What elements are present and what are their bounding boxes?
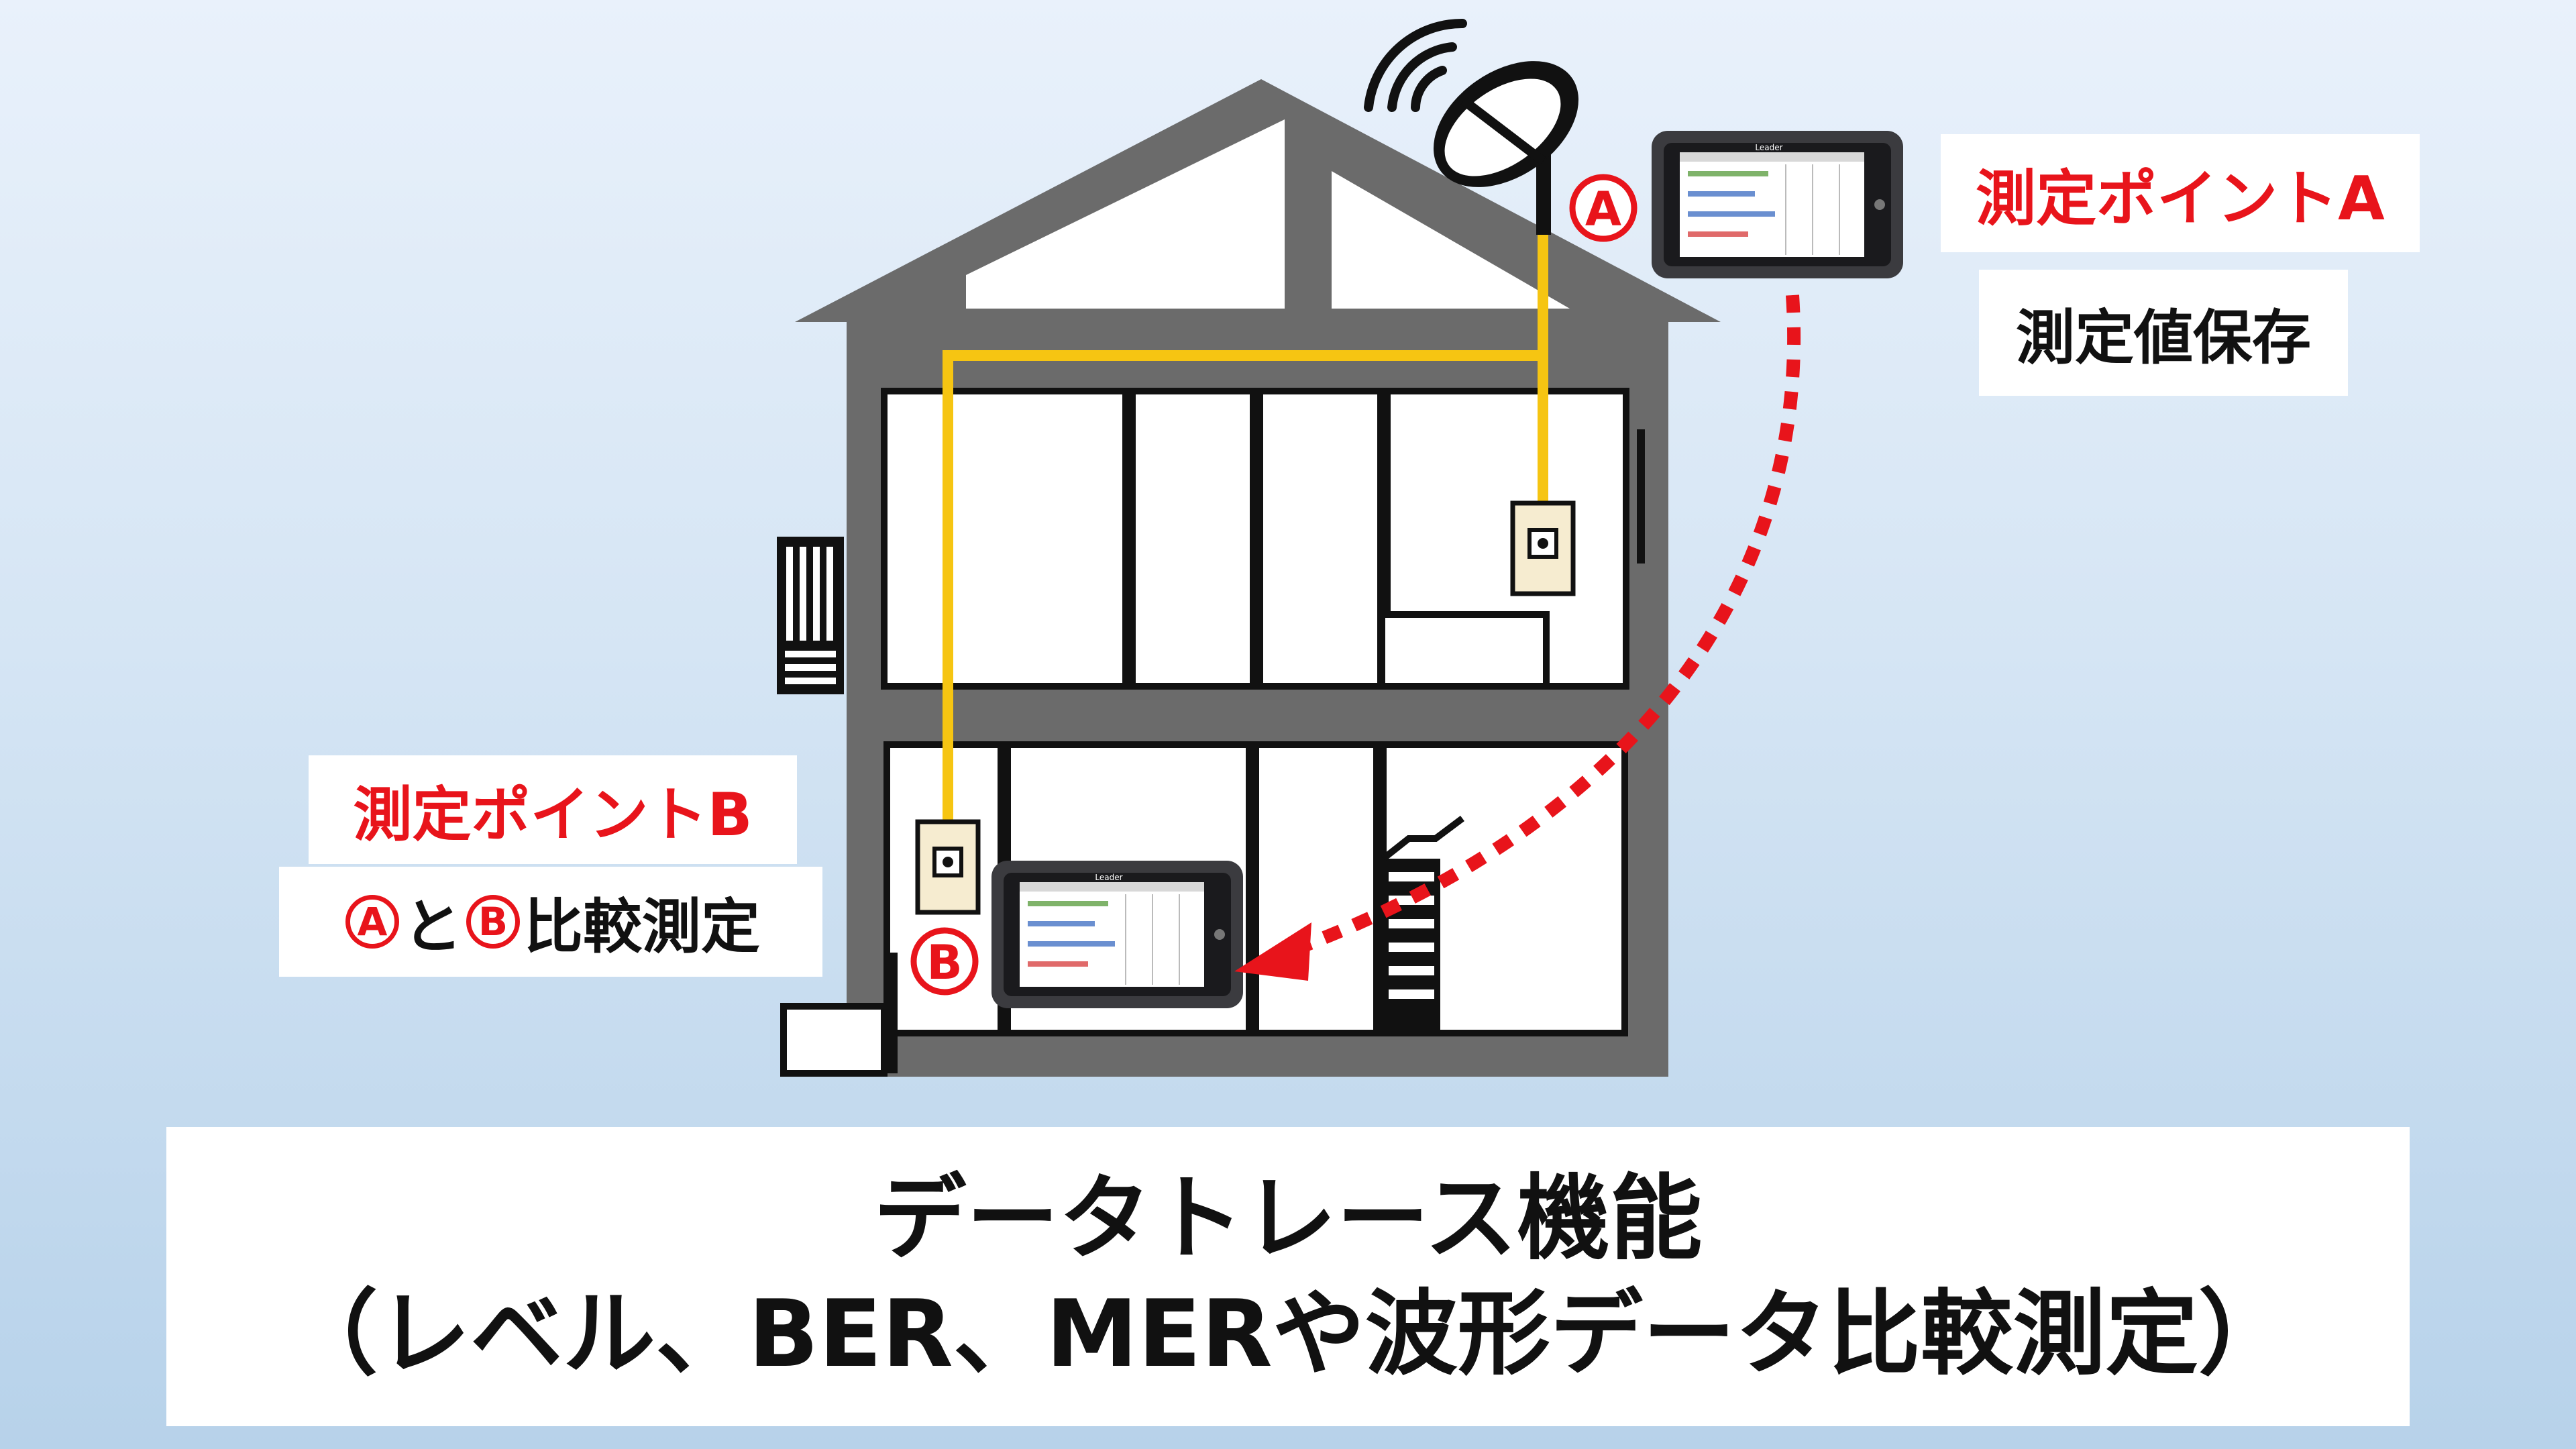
lower-room-3 <box>1252 741 1380 1036</box>
device-brand-b: Leader <box>1095 873 1122 882</box>
circled-a: A <box>345 895 399 949</box>
marker-a: A <box>1569 174 1638 242</box>
measurement-device-icon-b: Leader <box>991 861 1243 1008</box>
compare-mid: と <box>402 892 462 961</box>
point-a-title: 測定ポイントA <box>1941 134 2420 252</box>
point-b-compare: A と B 比較測定 <box>279 867 822 977</box>
tv-outlet-icon-lower <box>915 819 981 915</box>
attic-window-right <box>1332 171 1570 309</box>
point-b-title: 測定ポイントB <box>309 755 797 864</box>
satellite-dish-icon <box>1433 61 1579 235</box>
upper-room-1 <box>881 388 1129 690</box>
circled-b: B <box>466 895 520 949</box>
device-brand-a: Leader <box>1755 143 1782 152</box>
signal-waves-icon <box>1364 18 1467 112</box>
measurement-device-icon: Leader <box>1652 131 1903 278</box>
attic-window-left <box>966 119 1285 309</box>
coax-cable <box>943 228 1548 825</box>
compare-tail: 比較測定 <box>524 892 761 961</box>
upper-shelf <box>1379 611 1550 690</box>
marker-a-letter: A <box>1585 182 1621 237</box>
caption-box: データトレース機能 （レベル、BER、MERや波形データ比較測定） <box>166 1127 2410 1426</box>
caption-title: データトレース機能 <box>873 1164 1703 1273</box>
point-a-subtitle: 測定値保存 <box>1979 270 2348 396</box>
entrance-step <box>780 1003 888 1077</box>
marker-b: B <box>910 927 979 996</box>
entrance-door <box>885 953 898 1073</box>
marker-b-letter: B <box>926 935 962 990</box>
upper-side-window <box>1637 429 1645 564</box>
upper-room-2 <box>1129 388 1256 690</box>
tv-outlet-icon <box>1510 500 1576 596</box>
upper-room-3 <box>1256 388 1384 690</box>
caption-subtitle: （レベル、BER、MERや波形データ比較測定） <box>285 1280 2291 1388</box>
staircase <box>1381 816 1464 1033</box>
air-conditioner-unit <box>777 537 844 694</box>
transfer-arrowhead <box>1234 922 1311 981</box>
